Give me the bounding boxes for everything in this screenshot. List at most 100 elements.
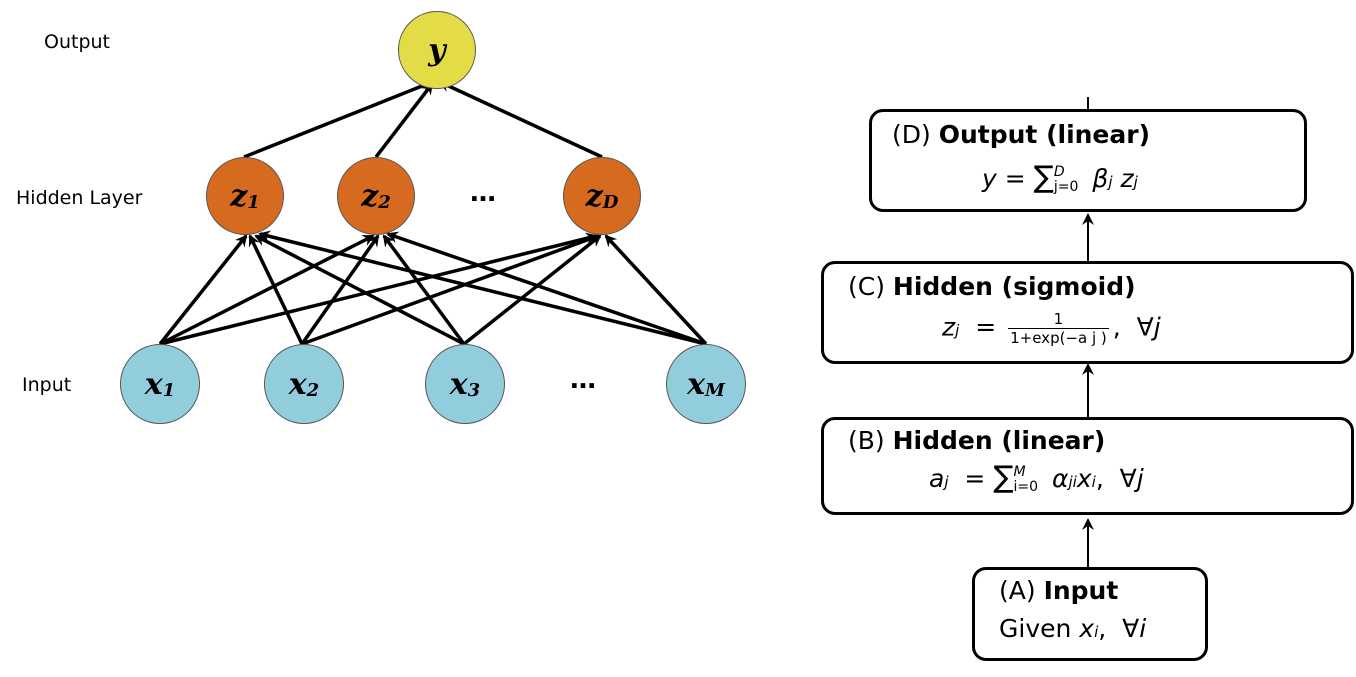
eq-c-forall: ∀j [1136,312,1161,342]
hidden-node-sub: 1 [247,191,260,213]
hidden-node-main: z [230,178,248,214]
eq-c-denominator: 1+exp(−a j ) [1010,329,1107,347]
box-b-title: (B) Hidden (linear) [848,426,1105,455]
label-input: Input [22,374,72,396]
label-hidden-layer: Hidden Layer [16,187,143,209]
box-d-prefix: (D) [892,120,931,149]
eq-b-alpha: α [1052,464,1069,493]
hidden-node-sub: D [602,191,619,213]
eq-a-comma: , [1098,614,1107,643]
hidden-node-main: z [361,178,379,214]
box-c-prefix: (C) [848,272,885,301]
eq-c-lhs-sub: j [955,321,960,340]
edge-x1-zD [159,232,598,346]
eq-b-comma: , [1095,464,1104,493]
edge-z2-y [374,82,434,159]
input-node-sub: 2 [306,379,320,401]
input-node-sub: 3 [467,379,481,401]
box-d-title: (D) Output (linear) [892,120,1150,149]
eq-b-alpha-sub: ji [1068,473,1077,491]
eq-b-equals: = [964,464,986,493]
eq-d-beta: β [1092,164,1109,193]
eq-d-sum: ∑ [1033,160,1054,195]
box-c-title: (C) Hidden (sigmoid) [848,272,1136,301]
edge-z1-y [243,80,434,159]
input-node-main: x [687,366,705,402]
box-d-heading: Output (linear) [938,120,1151,149]
hidden-node-main: z [585,178,603,214]
input-node-sub: 1 [162,379,176,401]
eq-a-given: Given [999,614,1072,643]
eq-a-forall: ∀i [1122,614,1147,643]
network-edges [158,80,708,346]
eq-d-var: z [1120,164,1134,193]
eq-c-lhs: z [942,312,956,342]
eq-b-forall: ∀j [1119,464,1144,493]
box-a-equation: Given xi, ∀i [999,614,1146,643]
edge-zD-y [438,80,603,159]
edge-xM-z1 [258,230,707,346]
eq-d-lower: j=0 [1053,179,1079,195]
eq-a-var-sub: i [1094,623,1099,641]
edge-xM-z2 [386,231,707,346]
box-c-heading: Hidden (sigmoid) [892,272,1136,301]
box-b-prefix: (B) [848,426,885,455]
output-node-y: y [398,11,476,89]
edge-x1-z1 [158,234,248,346]
eq-d-var-sub: j [1133,173,1138,191]
box-a-title: (A) Input [999,576,1118,605]
hidden-node-sub: 2 [378,191,391,213]
eq-b-lower: i=0 [1013,479,1039,495]
box-a-input: (A) Input Given xi, ∀i [972,567,1208,661]
edge-xM-zD [604,234,708,346]
eq-b-upper: M [1013,464,1026,480]
eq-d-lhs: y [982,164,997,193]
hidden-ellipsis: … [470,178,497,208]
edge-x2-z2 [300,234,380,346]
input-node-main: x [449,366,468,402]
eq-b-lhs: a [929,464,945,493]
input-node-main: x [144,366,163,402]
output-node-label: y [428,32,446,68]
edge-x3-z2 [382,234,466,346]
edge-x3-zD [462,234,602,346]
input-ellipsis: … [570,365,597,395]
input-node-sub: M [704,379,725,401]
box-b-heading: Hidden (linear) [892,426,1106,455]
label-output: Output [44,31,110,53]
eq-c-comma: , [1112,312,1121,342]
input-node-main: x [288,366,307,402]
edge-x3-z1 [254,234,465,346]
eq-c-equals: = [975,312,997,342]
box-a-heading: Input [1043,576,1119,605]
edge-x2-zD [301,233,600,346]
eq-b-var: x [1076,464,1092,493]
eq-b-sum: ∑ [993,460,1014,495]
eq-a-var: x [1079,614,1095,643]
box-a-prefix: (A) [999,576,1036,605]
eq-b-lhs-sub: j [944,473,949,491]
eq-b-var-sub: i [1091,473,1096,491]
eq-d-beta-sub: j [1108,173,1113,191]
eq-d-upper: D [1053,164,1065,180]
eq-d-equals: = [1004,164,1026,193]
eq-c-numerator: 1 [1008,310,1109,329]
edge-x2-z1 [248,234,304,345]
